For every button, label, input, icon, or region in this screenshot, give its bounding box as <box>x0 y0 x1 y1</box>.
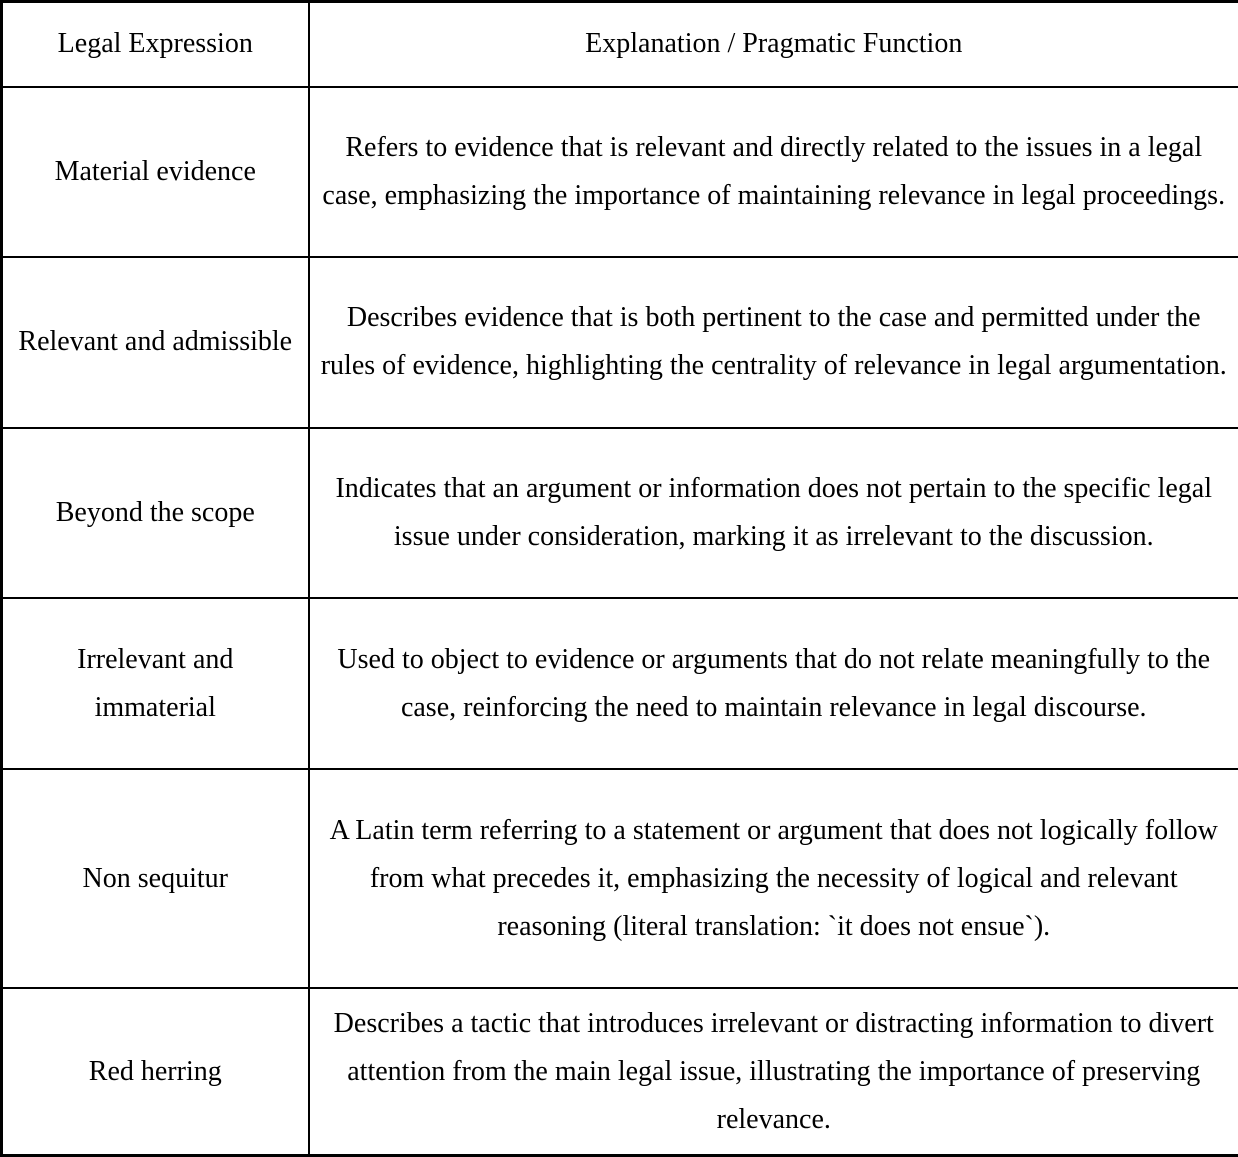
explanation-cell: Indicates that an argument or informatio… <box>307 426 1238 600</box>
table-row: Red herring Describes a tactic that intr… <box>0 987 1238 1157</box>
table-row: Non sequitur A Latin term referring to a… <box>0 768 1238 990</box>
term-cell: Beyond the scope <box>0 426 310 600</box>
table-row: Material evidence Refers to evidence tha… <box>0 85 1238 259</box>
term-cell: Non sequitur <box>0 768 310 990</box>
explanation-cell: Describes evidence that is both pertinen… <box>307 256 1238 429</box>
table-header-row: Legal Expression Explanation / Pragmatic… <box>0 0 1238 88</box>
term-cell: Relevant and admissible <box>0 256 310 429</box>
column-header-explanation: Explanation / Pragmatic Function <box>307 0 1238 88</box>
table-row: Irrelevant and immaterial Used to object… <box>0 597 1238 771</box>
column-header-legal-expression: Legal Expression <box>0 0 310 88</box>
explanation-cell: A Latin term referring to a statement or… <box>307 768 1238 990</box>
explanation-cell: Used to object to evidence or arguments … <box>307 597 1238 771</box>
explanation-cell: Refers to evidence that is relevant and … <box>307 85 1238 259</box>
table-row: Beyond the scope Indicates that an argum… <box>0 426 1238 600</box>
table-row: Relevant and admissible Describes eviden… <box>0 256 1238 429</box>
term-cell: Material evidence <box>0 85 310 259</box>
term-cell: Red herring <box>0 987 310 1157</box>
explanation-cell: Describes a tactic that introduces irrel… <box>307 987 1238 1157</box>
term-cell: Irrelevant and immaterial <box>0 597 310 771</box>
